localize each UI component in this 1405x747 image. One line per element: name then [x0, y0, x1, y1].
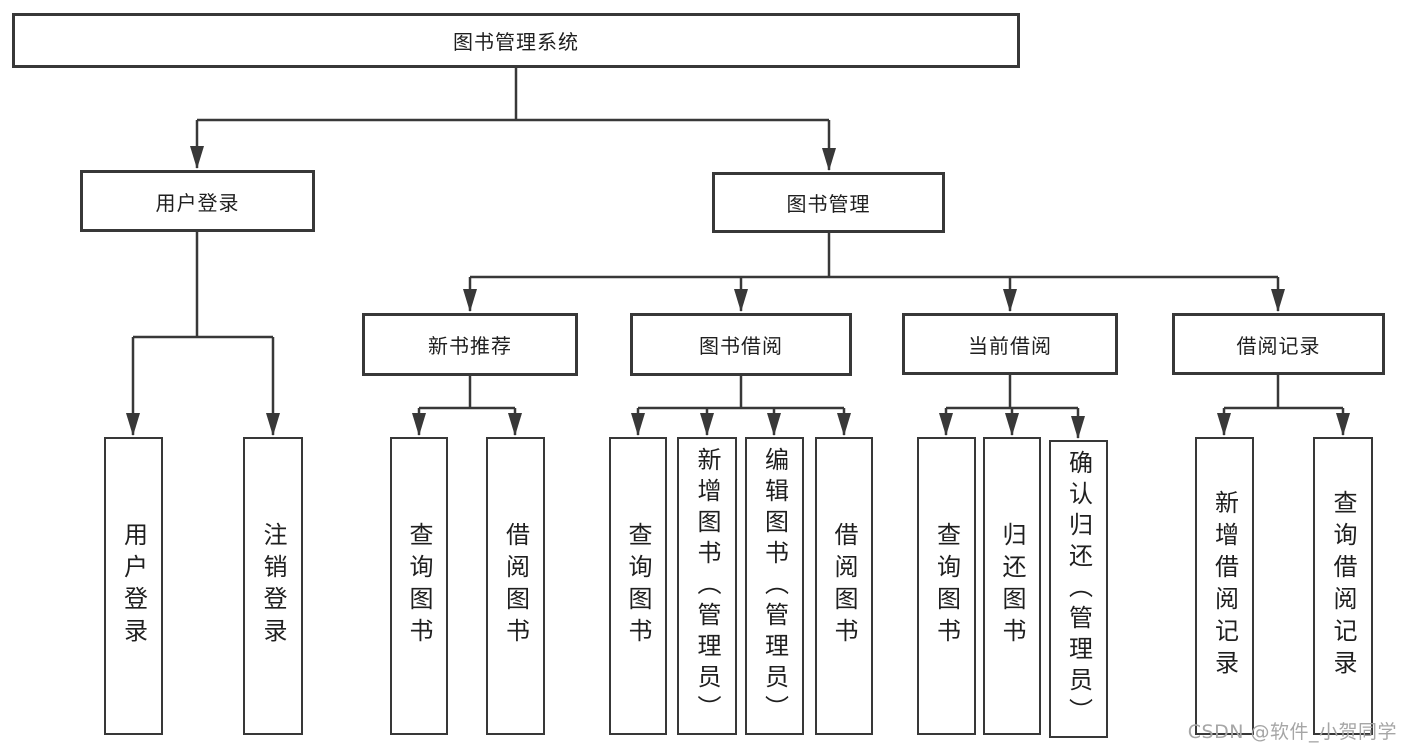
leaf-add-books-admin: 新增图书（管理员） — [677, 437, 737, 735]
leaf-query-books: 查询图书 — [390, 437, 448, 735]
leaf-borrow-books: 借阅图书 — [486, 437, 545, 735]
leaf-query-borrow-record: 查询借阅记录 — [1313, 437, 1373, 735]
node-new-book-recommend: 新书推荐 — [362, 313, 578, 376]
node-current-borrow: 当前借阅 — [902, 313, 1118, 375]
leaf-edit-books-admin: 编辑图书（管理员） — [745, 437, 804, 735]
leaf-user-login: 用户登录 — [104, 437, 163, 735]
leaf-confirm-return-admin: 确认归还（管理员） — [1049, 440, 1108, 738]
leaf-logout-login: 注销登录 — [243, 437, 303, 735]
leaf-return-books: 归还图书 — [983, 437, 1041, 735]
leaf-add-borrow-record: 新增借阅记录 — [1195, 437, 1254, 735]
node-root: 图书管理系统 — [12, 13, 1020, 68]
csdn-watermark: CSDN @软件_小贺同学 — [1187, 721, 1397, 743]
node-borrow-record: 借阅记录 — [1172, 313, 1385, 375]
leaf-query-books-3: 查询图书 — [917, 437, 976, 735]
node-book-management: 图书管理 — [712, 172, 945, 233]
leaf-query-books-2: 查询图书 — [609, 437, 667, 735]
leaf-borrow-books-2: 借阅图书 — [815, 437, 873, 735]
node-book-borrow: 图书借阅 — [630, 313, 852, 376]
node-user-login: 用户登录 — [80, 170, 315, 232]
